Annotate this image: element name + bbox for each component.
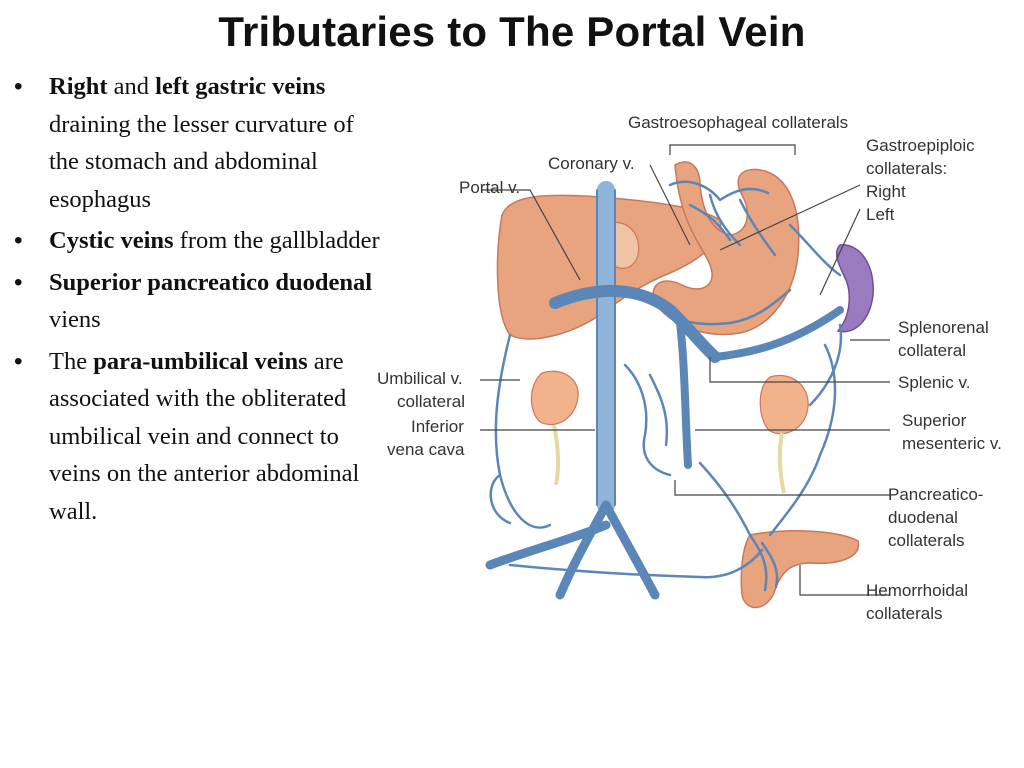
label-right: Right [866, 182, 906, 201]
label-hemorrhoidal-2: collaterals [866, 604, 943, 623]
bullet-marker: • [14, 268, 23, 296]
bullet-text: from the gallbladder [173, 227, 380, 254]
portal-vein-trunk [549, 284, 721, 363]
collateral-network [489, 180, 843, 592]
slide-title: Tributaries to The Portal Vein [218, 8, 806, 55]
bullet-list: • Right and left gastric veins draining t… [14, 68, 384, 534]
label-umbilical-2: collateral [397, 392, 465, 411]
left-kidney [530, 370, 579, 426]
label-splenorenal-2: collateral [898, 341, 966, 360]
label-ivc-2: vena cava [387, 440, 465, 459]
rectum [740, 529, 860, 609]
label-superior-mesenteric-1: Superior [902, 411, 967, 430]
spleen [835, 244, 874, 333]
bullet-item: • Right and left gastric veins draining t… [14, 68, 384, 218]
label-gastroepiploic-1: Gastroepiploic [866, 136, 975, 155]
label-umbilical-1: Umbilical v. [377, 369, 463, 388]
diagram-labels: Gastroesophageal collaterals Coronary v.… [377, 113, 1002, 623]
label-gastroepiploic-2: collaterals: [866, 159, 947, 178]
label-ivc-1: Inferior [411, 417, 464, 436]
right-kidney [759, 375, 809, 435]
bullet-text: The [49, 347, 94, 375]
bullet-marker: • [14, 227, 23, 254]
splenic-vein [711, 306, 844, 361]
bullet-marker: • [14, 347, 23, 375]
bullet-marker: • [14, 73, 23, 100]
bullet-bold-text: Superior pancreatico duodenal [49, 268, 373, 296]
label-superior-mesenteric-2: mesenteric v. [902, 434, 1002, 453]
label-pancreatico-2: duodenal [888, 508, 958, 527]
bullet-text: and [107, 73, 156, 100]
bullet-bold-text: left gastric veins [155, 73, 326, 100]
label-hemorrhoidal-1: Hemorrhoidal [866, 581, 968, 600]
right-ureter [777, 432, 786, 494]
superior-mesenteric-vein [676, 319, 692, 469]
bullet-item: • The para-umbilical veins are associated… [14, 343, 384, 531]
label-leaders [480, 144, 890, 596]
bullet-item: • Cystic veins from the gallbladder [14, 222, 384, 260]
label-splenic-v: Splenic v. [898, 373, 970, 392]
bullet-text: are associated with the obliterated umbi… [49, 347, 360, 525]
bullet-bold-text: Cystic veins [49, 227, 174, 254]
label-portal-v: Portal v. [459, 178, 520, 197]
bullet-text: draining the lesser curvature of the sto… [49, 110, 354, 213]
label-left: Left [866, 205, 895, 224]
label-gastroesophageal-collaterals: Gastroesophageal collaterals [628, 113, 848, 132]
bullet-bold-text: para-umbilical veins [93, 347, 308, 375]
iliac-veins [485, 500, 660, 600]
label-splenorenal-1: Splenorenal [898, 318, 989, 337]
bullet-text: viens [49, 306, 101, 333]
label-pancreatico-1: Pancreatico- [888, 485, 983, 504]
portal-vein-diagram: Gastroesophageal collaterals Coronary v.… [377, 113, 1002, 623]
label-coronary-v: Coronary v. [548, 154, 635, 173]
bullet-item: • Superior pancreatico duodenal viens [14, 264, 384, 339]
left-ureter [552, 424, 561, 486]
bullet-bold-text: Right [49, 73, 108, 100]
label-pancreatico-3: collaterals [888, 531, 965, 550]
